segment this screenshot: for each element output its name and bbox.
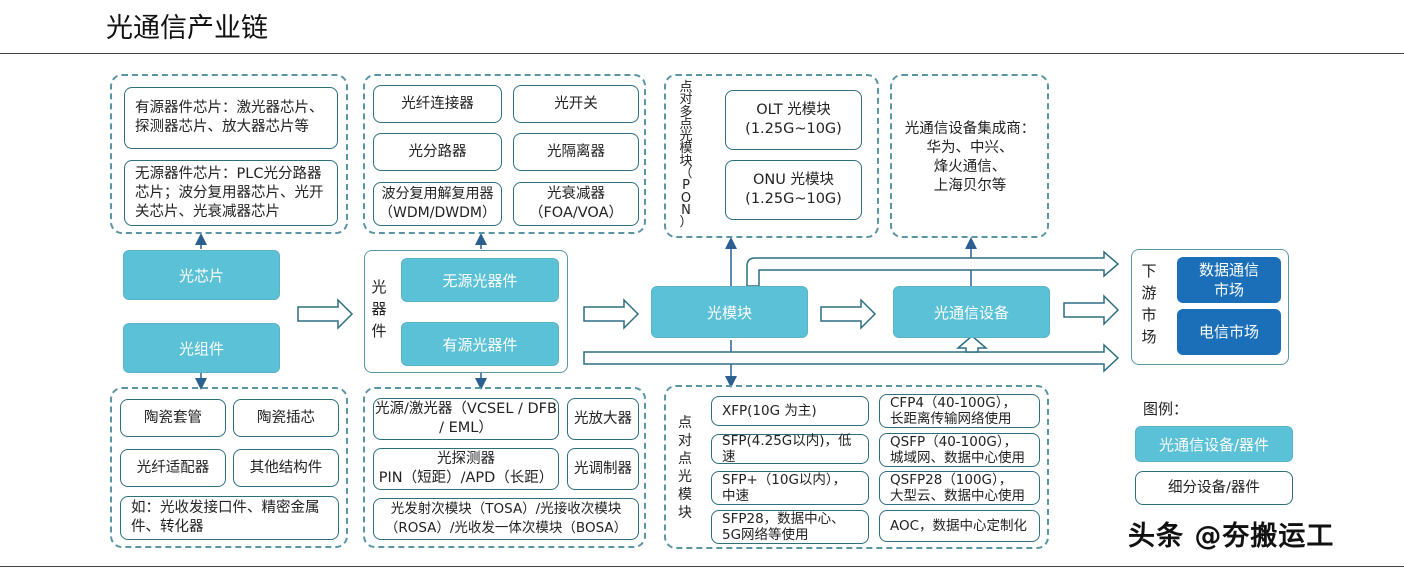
active-device-item: 光探测器 PIN（短距）/APD（长距） — [373, 448, 559, 490]
p2p-module-item: SFP(4.25G以内)，低速 — [711, 433, 869, 465]
chip-types-group — [110, 74, 348, 234]
p2p-module-item: AOC，数据中心定制化 — [879, 510, 1040, 542]
passive-device-item: 光隔离器 — [513, 133, 639, 171]
p2p-module-item: SFP+（10G以内）， 中速 — [711, 471, 869, 505]
passive-device-item: 波分复用解复用器 （WDM/DWDM） — [373, 182, 502, 226]
active-device-types-group — [363, 387, 646, 548]
optical-component-node: 光组件 — [123, 323, 280, 373]
passive-device-item: 光开关 — [513, 85, 639, 123]
pon-module-group — [664, 74, 879, 238]
p2p-module-group — [664, 385, 1049, 549]
onu-module-box: ONU 光模块 (1.25G~10G) — [725, 160, 862, 220]
component-item: 陶瓷插芯 — [233, 399, 339, 437]
passive-device-types-group — [363, 74, 646, 234]
component-types-group — [110, 387, 348, 548]
legend-core-swatch: 光通信设备/器件 — [1135, 426, 1293, 462]
legend-sub-swatch: 细分设备/器件 — [1135, 471, 1293, 505]
integrators-group — [890, 74, 1049, 238]
legend-title: 图例： — [1143, 400, 1189, 418]
passive-device-item: 光衰减器 （FOA/VOA） — [513, 182, 639, 226]
optical-device-label: 光 器 件 — [371, 278, 387, 340]
bottom-divider — [0, 566, 1404, 567]
datacom-market-node: 数据通信 市场 — [1177, 257, 1281, 303]
p2p-module-label: 点 对 点 光 模 块 — [678, 415, 692, 521]
optical-chip-node: 光芯片 — [123, 250, 280, 300]
passive-device-item: 光分路器 — [373, 133, 502, 171]
component-item: 其他结构件 — [233, 449, 339, 487]
active-device-item: 光调制器 — [567, 448, 639, 490]
component-note: 如：光收发接口件、精密金属件、转化器 — [120, 496, 339, 540]
telecom-market-node: 电信市场 — [1177, 309, 1281, 355]
component-item: 光纤适配器 — [120, 449, 226, 487]
passive-device-item: 光纤连接器 — [373, 85, 502, 123]
passive-chip-box: 无源器件芯片：PLC光分路器芯片；波分复用器芯片、光开关芯片、光衰减器芯片 — [124, 160, 338, 226]
p2p-module-item: SFP28，数据中心、 5G网络等使用 — [711, 510, 869, 544]
downstream-market-label: 下 游 市 场 — [1141, 262, 1157, 346]
olt-module-box: OLT 光模块 (1.25G~10G) — [725, 90, 862, 150]
p2p-module-item: QSFP（40-100G）， 城域网、数据中心使用 — [879, 433, 1040, 467]
p2p-module-item: QSFP28（100G）， 大型云、数据中心使用 — [879, 471, 1040, 505]
active-chip-box: 有源器件芯片：激光器芯片、探测器芯片、放大器芯片等 — [124, 87, 338, 149]
passive-device-node: 无源光器件 — [401, 258, 559, 302]
optical-module-node: 光模块 — [651, 286, 808, 338]
active-device-item: 光放大器 — [567, 398, 639, 440]
pon-module-label: 点 对 多 点 光 模 块 （ P O N ） — [679, 80, 693, 231]
optical-equipment-node: 光通信设备 — [893, 286, 1050, 338]
p2p-module-item: XFP(10G 为主) — [711, 396, 869, 426]
top-divider — [0, 53, 1404, 54]
active-device-node: 有源光器件 — [401, 322, 559, 366]
p2p-module-item: CFP4（40-100G）， 长距离传输网络使用 — [879, 394, 1040, 428]
active-device-item: 光源/激光器（VCSEL / DFB / EML） — [373, 398, 559, 440]
component-item: 陶瓷套管 — [120, 399, 226, 437]
page-title: 光通信产业链 — [106, 13, 268, 44]
active-device-item: 光发射次模块（TOSA）/光接收次模块（ROSA）/光收发一体次模块（BOSA） — [373, 498, 639, 540]
watermark: 头条 @夯搬运工 — [1128, 521, 1335, 552]
integrators-text: 光通信设备集成商： 华为、中兴、 烽火通信、 上海贝尔等 — [904, 121, 1036, 194]
